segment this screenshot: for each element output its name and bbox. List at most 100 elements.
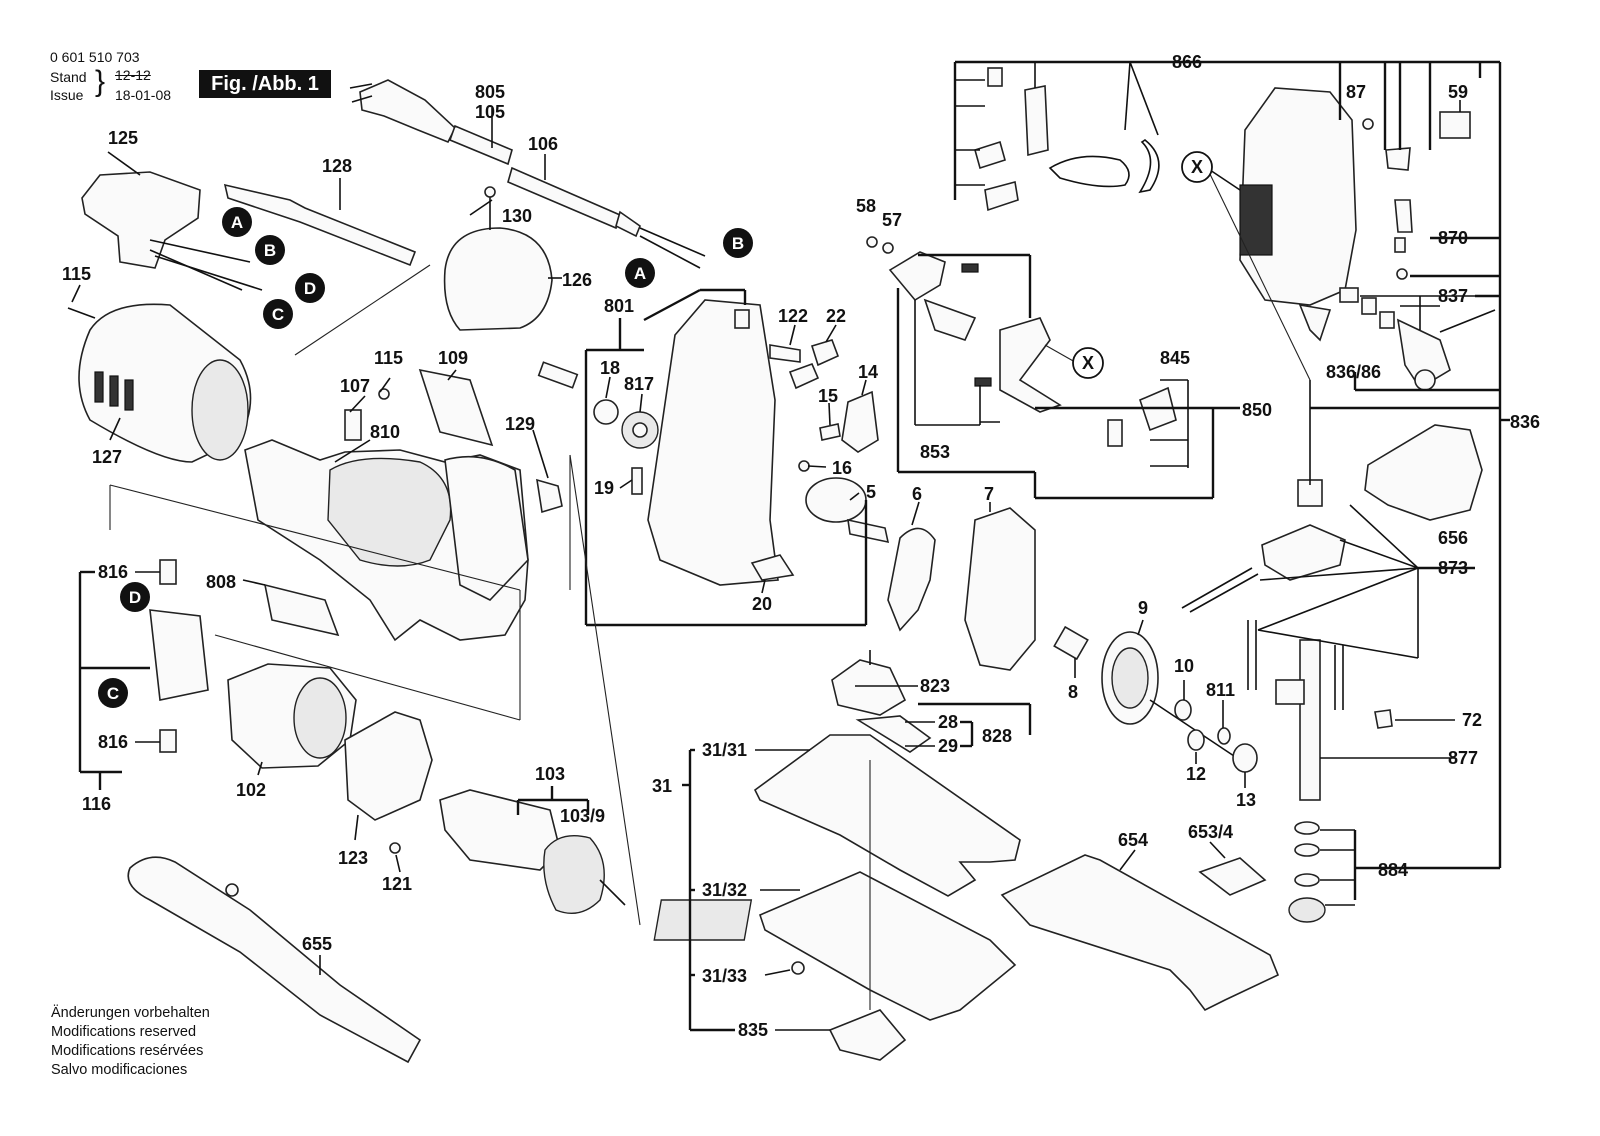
label-14: 14 [858, 362, 878, 382]
power-cord-drawing [507, 166, 706, 269]
label-19: 19 [594, 478, 614, 498]
label-22: 22 [826, 306, 846, 326]
label-823: 823 [920, 676, 950, 696]
screw-87-drawing [1362, 118, 1374, 130]
label-7: 7 [984, 484, 994, 504]
insert-plate-drawing [653, 871, 1017, 1021]
label-15: 15 [818, 386, 838, 406]
label-836-86: 836/86 [1326, 362, 1381, 382]
tilt-mechanism-drawing [831, 659, 932, 753]
note-en: Modifications reserved [51, 1024, 197, 1040]
label-805: 805 [475, 82, 505, 102]
label-853: 853 [920, 442, 950, 462]
label-801: 801 [604, 296, 634, 316]
washer-disc-drawing [805, 477, 867, 523]
label-31-31: 31/31 [702, 740, 747, 760]
linkage-866-drawing [974, 67, 1160, 212]
plunger-assembly-drawing [1181, 479, 1393, 923]
note-fr: Modifications resérvées [51, 1043, 204, 1059]
nameplate-drawing [263, 583, 340, 637]
figure-label: Fig. /Abb. 1 [199, 70, 331, 98]
callout-c-1: C [263, 299, 293, 329]
label-6: 6 [912, 484, 922, 504]
lever-plate-drawing [887, 527, 936, 632]
screw-115-drawing [378, 388, 390, 400]
label-57: 57 [882, 210, 902, 230]
label-31: 31 [652, 776, 672, 796]
label-115-a: 115 [62, 264, 91, 284]
header-brace: } [95, 65, 106, 98]
screw-drawing [1396, 268, 1408, 280]
main-housing-drawing [244, 439, 529, 642]
washer-12-drawing [1187, 729, 1205, 751]
needle-bearing-drawing [1053, 625, 1089, 661]
note-es: Salvo modificaciones [51, 1062, 188, 1078]
callout-d-2: D [120, 582, 150, 612]
svg-text:B: B [264, 241, 276, 260]
label-836: 836 [1510, 412, 1540, 432]
issue-value: 18-01-08 [115, 87, 172, 103]
callout-c-2: C [98, 678, 128, 708]
label-884: 884 [1378, 860, 1408, 880]
label-656: 656 [1438, 528, 1468, 548]
issue-label: Issue [50, 87, 84, 103]
gear-housing-drawing [537, 299, 879, 586]
svg-text:A: A [634, 264, 646, 283]
bearing-plate-drawing [964, 507, 1036, 671]
cap-drawing [443, 186, 553, 331]
brush-holder-drawing [149, 559, 209, 753]
callout-x-2: X [1072, 347, 1104, 379]
label-828: 828 [982, 726, 1012, 746]
washer-57-drawing [882, 242, 894, 254]
fan-baffle-drawing [344, 711, 433, 821]
callout-b-2: B [723, 228, 753, 258]
label-28: 28 [938, 712, 958, 732]
label-845: 845 [1160, 348, 1190, 368]
part-129-drawing [536, 478, 563, 514]
label-123: 123 [338, 848, 368, 868]
svg-text:D: D [129, 588, 141, 607]
svg-text:A: A [231, 213, 243, 232]
svg-text:C: C [107, 684, 119, 703]
label-10: 10 [1174, 656, 1194, 676]
label-5: 5 [866, 482, 876, 502]
label-810: 810 [370, 422, 400, 442]
label-654: 654 [1118, 830, 1148, 850]
callout-a-1: A [222, 207, 252, 237]
washer-10-drawing [1174, 699, 1192, 721]
label-12: 12 [1186, 764, 1206, 784]
label-121: 121 [382, 874, 412, 894]
bracket-653-drawing [1198, 857, 1267, 896]
label-103-9: 103/9 [560, 806, 605, 826]
svg-text:B: B [732, 234, 744, 253]
motor-housing-drawing [67, 303, 252, 463]
label-105: 105 [475, 102, 505, 122]
label-655: 655 [302, 934, 332, 954]
note-de: Änderungen vorbehalten [51, 1005, 210, 1021]
label-8: 8 [1068, 682, 1078, 702]
label-18: 18 [600, 358, 620, 378]
screw-58-drawing [866, 236, 878, 248]
label-125: 125 [108, 128, 138, 148]
label-16: 16 [832, 458, 852, 478]
svg-text:X: X [1191, 157, 1203, 177]
callout-x-1: X [1181, 151, 1213, 183]
label-873: 873 [1438, 558, 1468, 578]
leader-lines [71, 60, 1510, 1032]
label-129: 129 [505, 414, 535, 434]
slide-bar-drawing [223, 183, 417, 267]
label-816-b: 816 [98, 732, 128, 752]
roller-support-drawing [1339, 287, 1496, 391]
label-107: 107 [340, 376, 370, 396]
screw-31-33-drawing [791, 961, 805, 975]
svg-text:X: X [1082, 353, 1094, 373]
base-plate-drawing [753, 734, 1021, 897]
tool-housing-drawing [1239, 87, 1471, 342]
label-102: 102 [236, 780, 266, 800]
label-837: 837 [1438, 286, 1468, 306]
label-866: 866 [1172, 52, 1202, 72]
stand-label: Stand [50, 69, 87, 85]
label-850: 850 [1242, 400, 1272, 420]
